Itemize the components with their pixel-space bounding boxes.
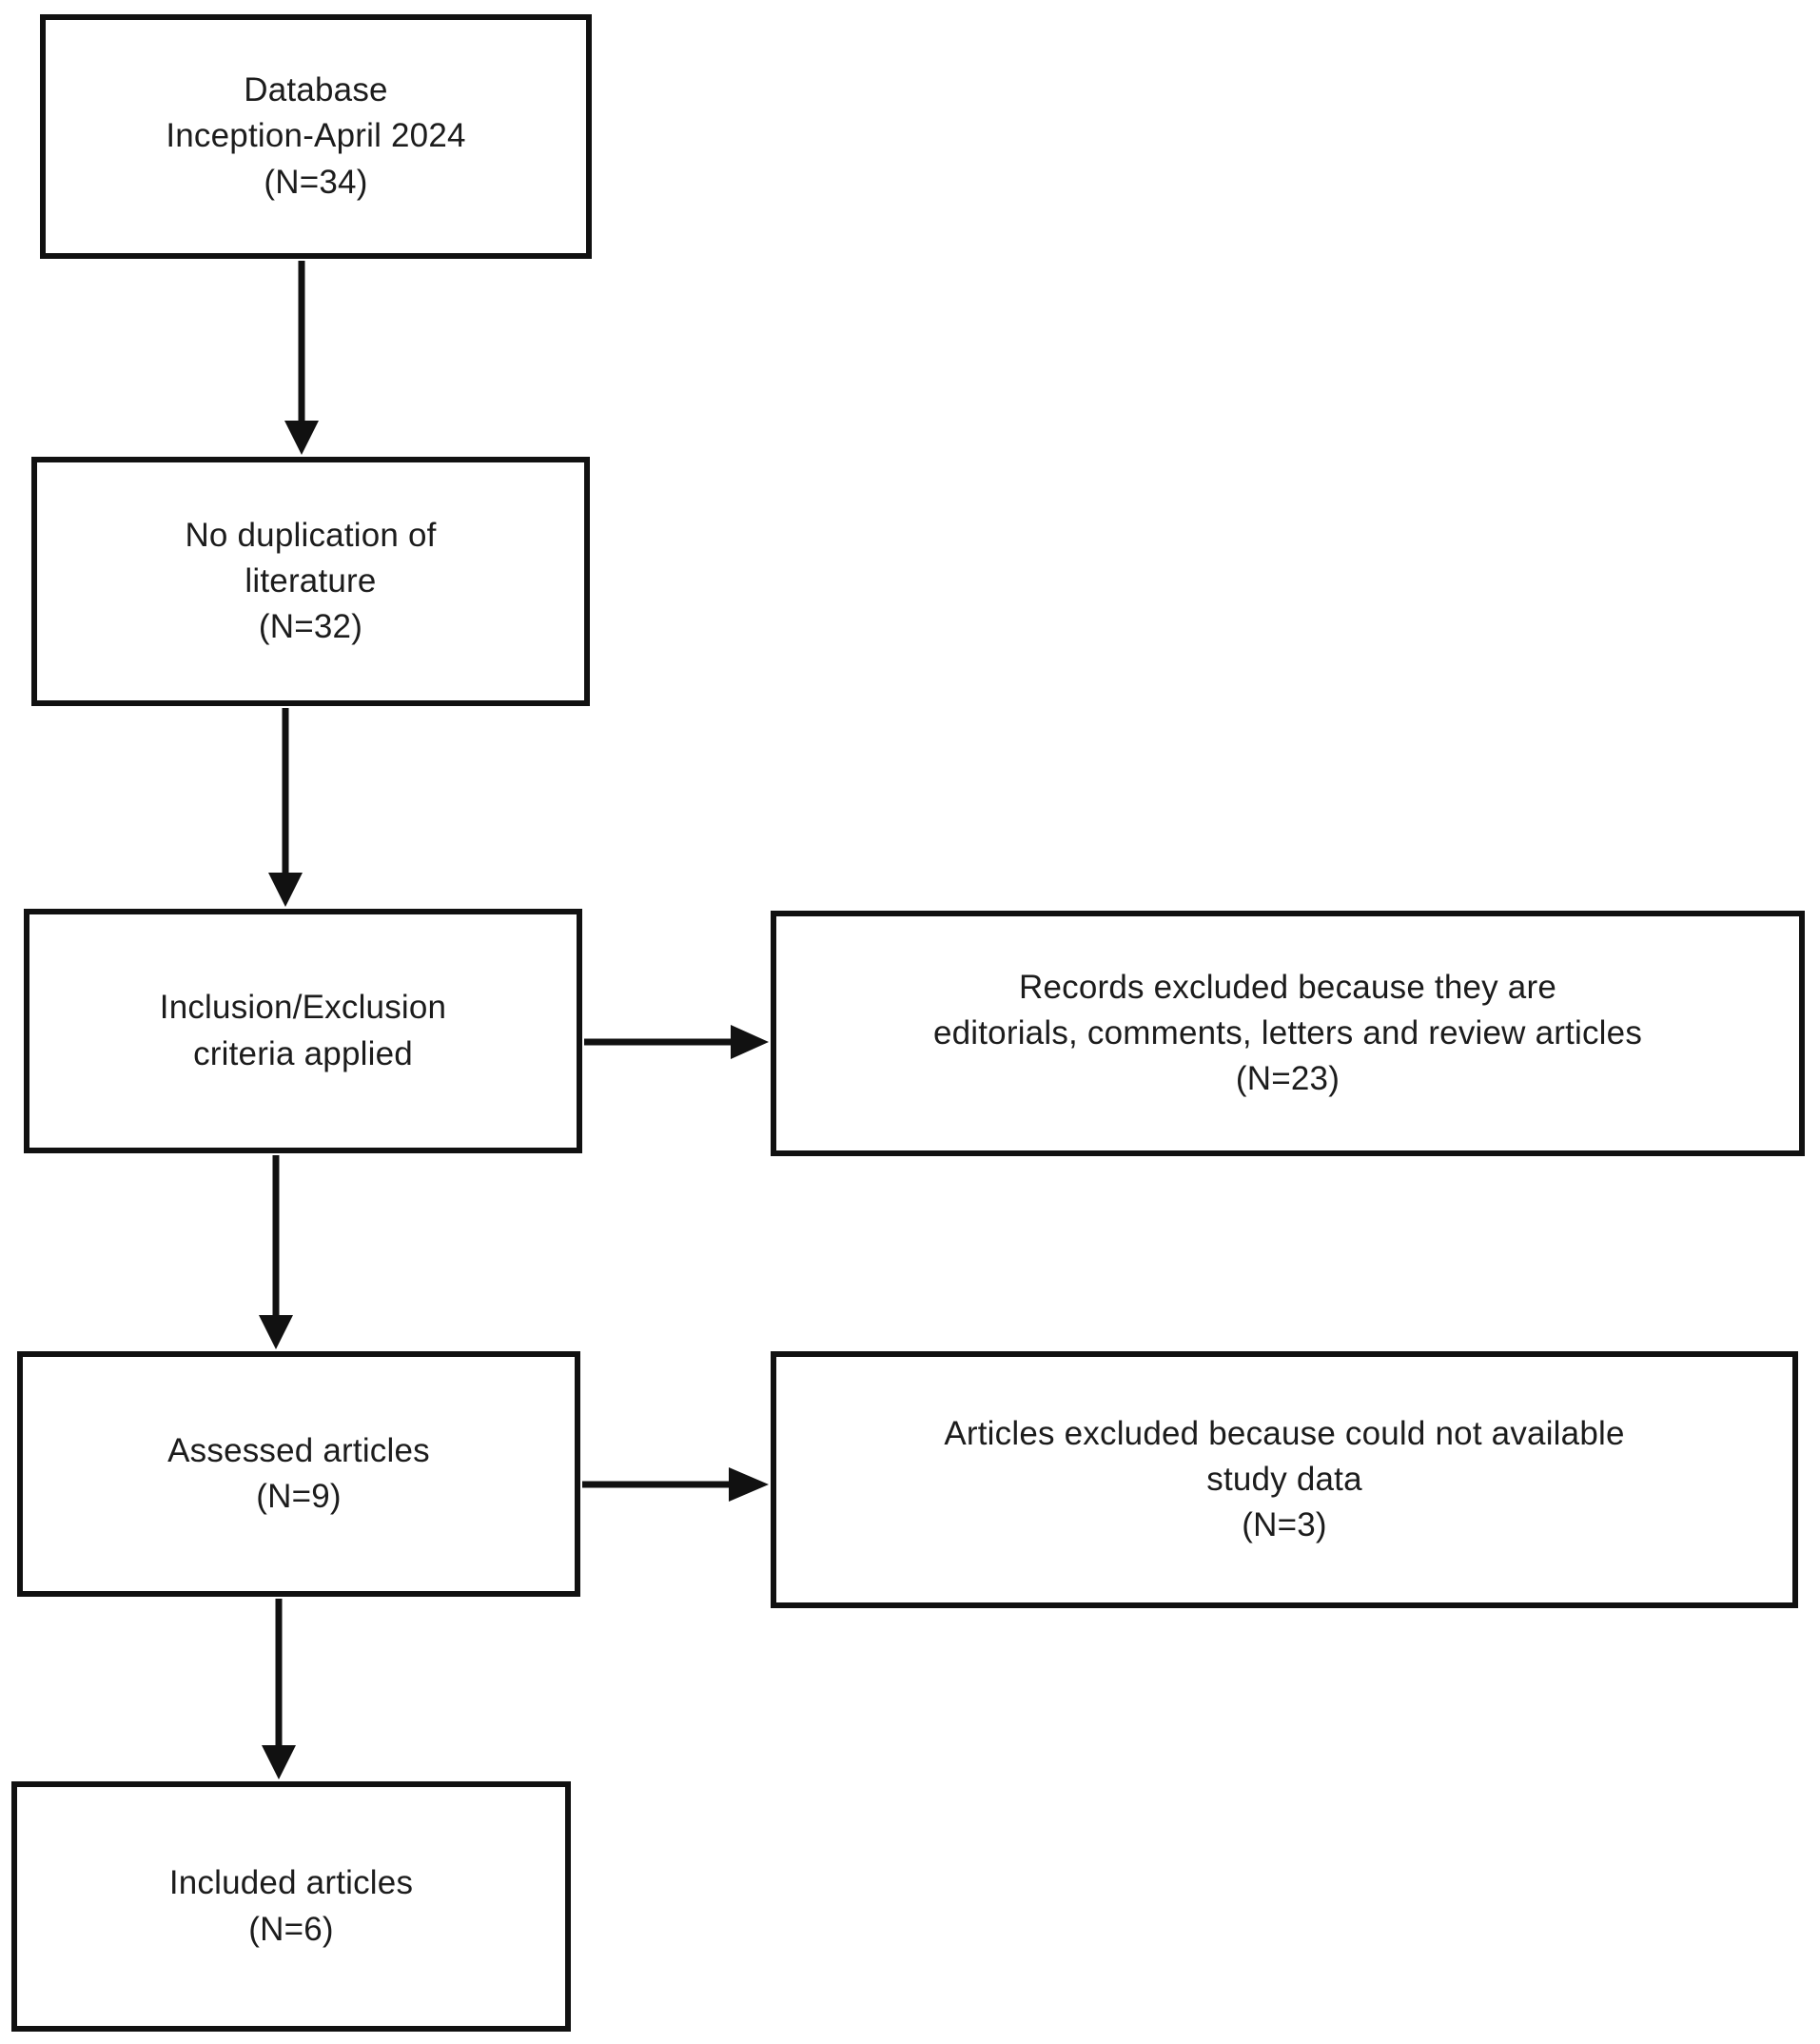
flow-box-deduplication-text: No duplication of literature (N=32) (185, 516, 437, 646)
flow-box-excluded-records: Records excluded because they are editor… (771, 911, 1805, 1156)
flow-box-assessed: Assessed articles (N=9) (17, 1351, 580, 1597)
flow-box-assessed-text: Assessed articles (N=9) (167, 1431, 430, 1515)
flow-box-included: Included articles (N=6) (11, 1781, 571, 2032)
flow-box-excluded-records-text: Records excluded because they are editor… (932, 968, 1643, 1098)
arrow-head-criteria-to-assessed (259, 1315, 293, 1349)
flow-box-criteria-text: Inclusion/Exclusion criteria applied (159, 989, 447, 1072)
flow-box-included-text: Included articles (N=6) (168, 1864, 414, 1948)
arrow-head-dedup-to-criteria (268, 873, 303, 907)
flow-box-deduplication: No duplication of literature (N=32) (31, 457, 590, 706)
arrow-head-assessed-to-excluded-articles (729, 1467, 769, 1502)
flow-box-database: Database Inception-April 2024 (N=34) (40, 14, 592, 259)
flow-box-criteria: Inclusion/Exclusion criteria applied (24, 909, 582, 1153)
arrow-head-assessed-to-included (262, 1745, 296, 1779)
arrow-head-database-to-dedup (284, 421, 319, 455)
flow-box-excluded-articles-text: Articles excluded because could not avai… (944, 1414, 1625, 1544)
flow-box-excluded-articles: Articles excluded because could not avai… (771, 1351, 1798, 1608)
flow-box-database-text: Database Inception-April 2024 (N=34) (166, 71, 466, 201)
arrow-head-criteria-to-excluded-records (731, 1025, 769, 1059)
